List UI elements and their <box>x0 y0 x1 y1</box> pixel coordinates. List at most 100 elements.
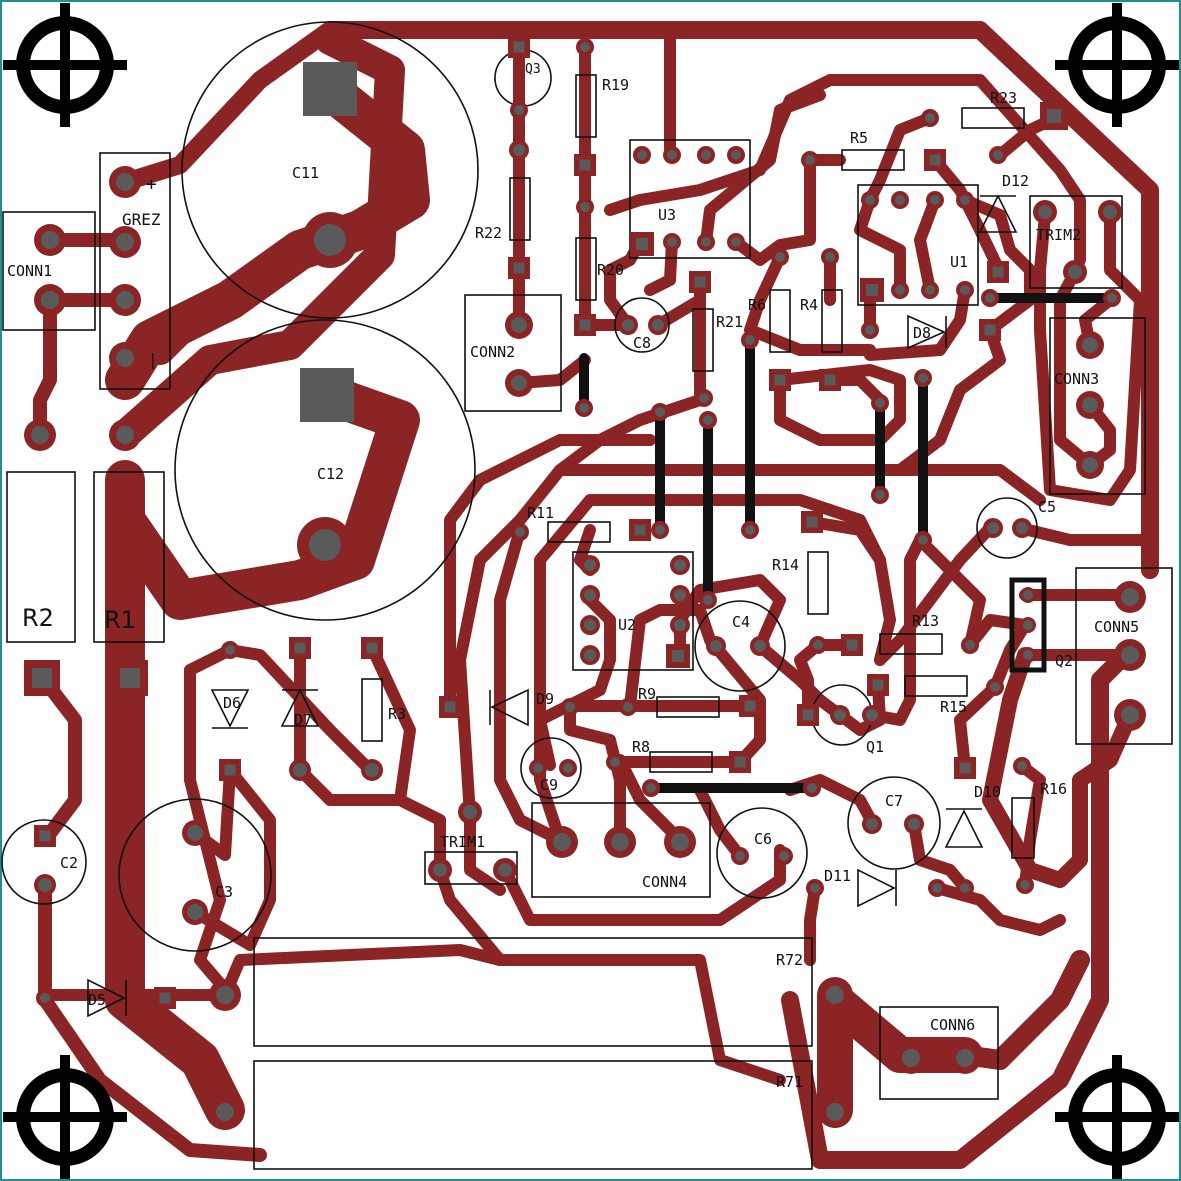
trim2-outline <box>1029 195 1123 289</box>
d7-symbol <box>280 688 320 727</box>
pad-hole <box>779 851 789 861</box>
label-u1: U1 <box>950 253 968 271</box>
d6-symbol <box>210 689 250 729</box>
pad-hole <box>39 830 51 842</box>
pad-hole <box>895 195 905 205</box>
pad-hole <box>895 285 905 295</box>
d10-symbol <box>944 808 984 848</box>
u3-outline <box>629 139 751 259</box>
pad-hole <box>224 764 236 776</box>
c4-outline <box>694 600 786 692</box>
label-r72: R72 <box>776 951 803 969</box>
label-d10: D10 <box>974 783 1001 801</box>
pad-hole <box>846 639 858 651</box>
label-r2: R2 <box>22 604 54 632</box>
conn3-outline <box>1049 317 1146 495</box>
pad-hole <box>366 642 378 654</box>
pad-hole <box>731 237 741 247</box>
label-d11: D11 <box>824 867 851 885</box>
pad-hole <box>116 173 134 191</box>
pad-hole <box>744 700 756 712</box>
pad-hole <box>806 516 818 528</box>
pad-hole <box>734 756 746 768</box>
label-d8: D8 <box>913 324 931 342</box>
pad-hole <box>826 1103 844 1121</box>
pad-hole <box>826 986 844 1004</box>
pad-hole <box>872 679 884 691</box>
pad-hole <box>511 317 527 333</box>
r2-outline <box>6 471 76 643</box>
pad-hole <box>875 490 885 500</box>
pad-hole <box>960 285 970 295</box>
pad-hole <box>984 324 996 336</box>
pad-hole <box>902 1049 920 1067</box>
component-labels: C11 C12 CONN1 GREZ + | R2 R1 Q3 R19 R22 … <box>7 62 1139 1091</box>
pad-hole <box>674 589 686 601</box>
pad-hole <box>365 763 379 777</box>
label-conn4: CONN4 <box>642 873 687 891</box>
pad-hole <box>1103 205 1117 219</box>
c5-outline <box>976 497 1038 559</box>
pad-hole <box>701 150 711 160</box>
pad-hole <box>293 763 307 777</box>
pad-hole <box>1020 880 1030 890</box>
label-c6: C6 <box>754 830 772 848</box>
pad-hole <box>731 150 741 160</box>
r9-outline <box>656 696 720 718</box>
conn4-outline <box>531 802 711 898</box>
c9-outline <box>520 737 582 799</box>
label-d5: D5 <box>88 991 106 1009</box>
pad-hole <box>990 682 1000 692</box>
pad-hole <box>992 266 1004 278</box>
r22-outline <box>509 177 531 241</box>
label-r9: R9 <box>638 685 656 703</box>
pad-hole <box>866 709 878 721</box>
label-trim1: TRIM1 <box>440 833 485 851</box>
pad-hole <box>807 783 817 793</box>
r71-outline <box>253 1060 813 1170</box>
pad-hole <box>655 407 665 417</box>
pad-hole <box>865 195 875 205</box>
pad-hole <box>225 645 235 655</box>
c11-outline <box>181 21 479 319</box>
label-conn2: CONN2 <box>470 343 515 361</box>
pad-hole <box>513 41 525 53</box>
pad-hole <box>834 709 846 721</box>
pad-hole <box>565 702 575 712</box>
d5-symbol <box>87 978 127 1018</box>
label-d7: D7 <box>294 711 312 729</box>
label-r15: R15 <box>940 698 967 716</box>
label-q2: Q2 <box>1055 652 1073 670</box>
label-r21: R21 <box>716 313 743 331</box>
label-c7: C7 <box>885 792 903 810</box>
conn2-outline <box>464 294 562 412</box>
pad-hole <box>579 319 591 331</box>
pad-hole <box>710 640 722 652</box>
pad-hole <box>925 285 935 295</box>
r8-outline <box>649 751 713 773</box>
pad-hole <box>655 525 665 535</box>
jumper-wires <box>579 293 1117 793</box>
label-d12: D12 <box>1002 172 1029 190</box>
d11-symbol <box>857 868 897 908</box>
u1-outline <box>857 184 979 306</box>
pad-hole <box>703 595 713 605</box>
pad-hole <box>116 426 134 444</box>
pad-hole <box>584 589 596 601</box>
r6-outline <box>769 289 791 353</box>
label-c2: C2 <box>60 854 78 872</box>
pad-hole <box>775 252 785 262</box>
label-grez: GREZ <box>122 210 161 229</box>
label-conn5: CONN5 <box>1094 618 1139 636</box>
pad-hole <box>38 878 52 892</box>
pad-hole <box>584 619 596 631</box>
label-c11: C11 <box>292 164 319 182</box>
label-conn3: CONN3 <box>1054 370 1099 388</box>
grez-outline <box>99 152 171 390</box>
r20-outline <box>575 237 597 301</box>
pad-hole <box>116 349 134 367</box>
pad-hole <box>825 252 835 262</box>
